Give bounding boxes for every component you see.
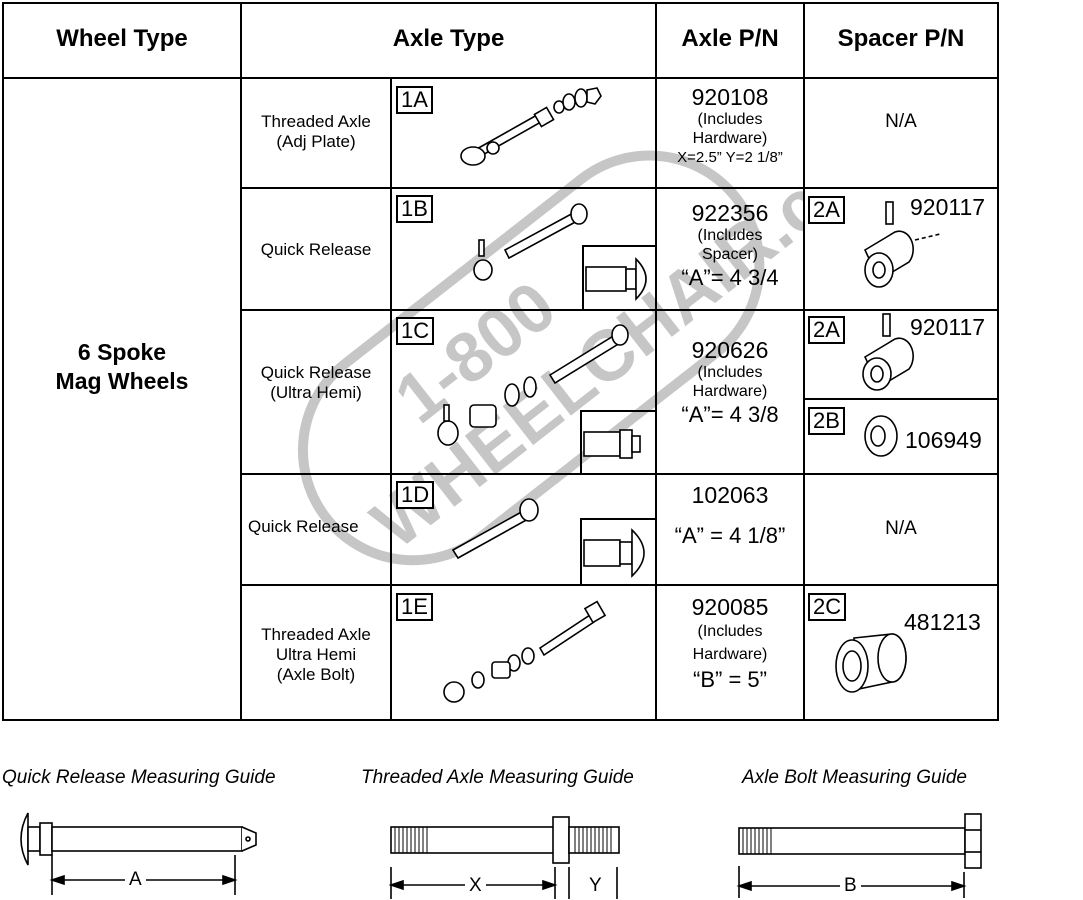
axle-1e-illustration — [443, 600, 607, 703]
axle-pn-number: 102063 — [691, 482, 769, 508]
header-spacer-pn: Spacer P/N — [837, 25, 965, 52]
dim-label-b: B — [840, 875, 861, 897]
axle-pn-1a: 920108 (Includes Hardware) X=2.5” Y=2 1/… — [657, 84, 803, 167]
spacer-sleeve-2c-icon — [835, 633, 907, 693]
axle-pn-number: 922356 — [691, 200, 769, 226]
spacer-pn-1b: 920117 — [910, 194, 986, 220]
quick-release-guide-title: Quick Release Measuring Guide — [2, 767, 276, 788]
header-axle-pn: Axle P/N — [681, 25, 779, 52]
code-box-1d: 1D — [396, 481, 435, 509]
axle-name-1a: Threaded Axle (Adj Plate) — [261, 112, 371, 151]
spacer-code-1b: 2A — [808, 196, 845, 224]
spacer-code-2c: 2C — [808, 593, 847, 621]
axle-pn-measure: “A” = 4 1/8” — [674, 523, 786, 548]
axle-1b-illustration — [473, 203, 588, 281]
axle-pn-measure: X=2.5” Y=2 1/8” — [677, 149, 783, 166]
code-box-1a: 1A — [396, 86, 433, 114]
spacer-collar-1b-icon — [863, 201, 941, 288]
wheel-type-line1: 6 Spoke — [77, 339, 167, 365]
spacer-na-1d: N/A — [885, 518, 917, 539]
wheel-type-line2: Mag Wheels — [55, 368, 189, 394]
threaded-axle-guide-drawing — [388, 816, 620, 899]
axle-pn-1e: 920085 (Includes Hardware) “B” = 5” — [657, 594, 803, 694]
spacer-na-1a: N/A — [885, 111, 917, 132]
code-box-1e: 1E — [396, 593, 433, 621]
code-box-1b: 1B — [396, 195, 433, 223]
axle-pn-1c: 920626 (Includes Hardware) “A”= 4 3/8 — [657, 337, 803, 429]
axle-1a-illustration — [460, 87, 602, 166]
spacer-pn-2c: 481213 — [904, 609, 981, 635]
axle-name-1b: Quick Release — [260, 240, 372, 259]
dim-label-a: A — [125, 869, 146, 891]
axle-1d-illustration — [451, 498, 539, 560]
spacer-code-1c: 2A — [808, 316, 845, 344]
axle-pn-note: (Includes Hardware) — [692, 364, 768, 400]
axle-1b-detail — [582, 245, 656, 309]
axle-bolt-guide-title: Axle Bolt Measuring Guide — [742, 767, 967, 788]
header-axle-type: Axle Type — [392, 25, 505, 52]
dim-label-y: Y — [585, 875, 606, 897]
spacer-pn-1c: 920117 — [910, 314, 986, 340]
axle-pn-1b: 922356 (Includes Spacer) “A”= 4 3/4 — [657, 200, 803, 292]
axle-1d-detail — [580, 518, 656, 584]
axle-name-1d: Quick Release — [248, 517, 359, 536]
spacer-collar-1c-icon — [862, 313, 914, 391]
quick-release-guide-drawing — [20, 812, 257, 895]
axle-pn-note: (Includes Hardware) — [692, 623, 768, 663]
axle-pn-1d: 102063 “A” = 4 1/8” — [657, 482, 803, 550]
threaded-axle-guide-title: Threaded Axle Measuring Guide — [361, 767, 634, 788]
dim-label-x: X — [465, 875, 486, 897]
axle-pn-note: (Includes Spacer) — [697, 227, 763, 263]
axle-pn-measure: “B” = 5” — [693, 667, 767, 692]
spacer-washer-2b-icon — [864, 415, 898, 457]
axle-pn-measure: “A”= 4 3/8 — [681, 402, 779, 427]
axle-pn-number: 920626 — [691, 337, 769, 363]
axle-name-1e: Threaded Axle Ultra Hemi (Axle Bolt) — [261, 625, 371, 684]
spacer-pn-2b: 106949 — [905, 427, 982, 453]
axle-1c-illustration — [437, 324, 629, 446]
spacer-code-2b: 2B — [808, 407, 845, 435]
code-box-1c: 1C — [396, 317, 435, 345]
axle-name-1c: Quick Release (Ultra Hemi) — [260, 363, 372, 402]
axle-pn-number: 920108 — [691, 84, 769, 110]
axle-pn-measure: “A”= 4 3/4 — [681, 265, 779, 290]
axle-1c-detail — [580, 410, 656, 474]
header-wheel-type: Wheel Type — [56, 25, 188, 52]
axle-bolt-guide-drawing — [736, 813, 982, 898]
wheel-type-cell: 6 Spoke Mag Wheels — [4, 338, 240, 396]
axle-pn-number: 920085 — [691, 594, 769, 620]
axle-pn-note: (Includes Hardware) — [692, 111, 768, 147]
